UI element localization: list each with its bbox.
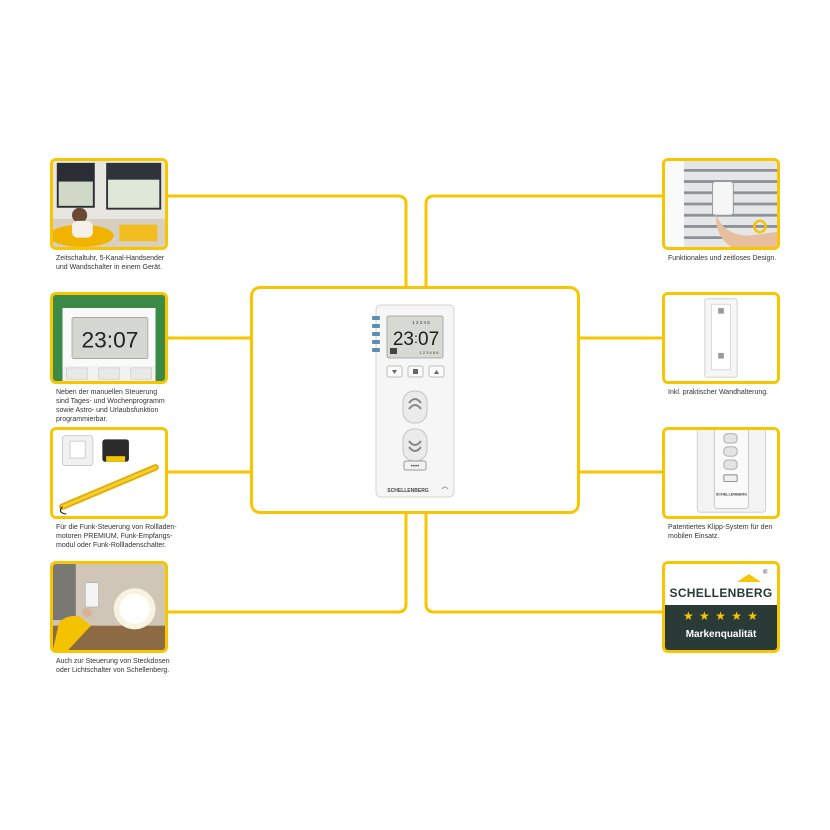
lcd-hours: 23 xyxy=(393,329,414,350)
lcd-days-top: 1 2 3 4 5 xyxy=(412,320,430,325)
clip-device-logo: SCHELLENBERG xyxy=(716,492,747,496)
remote-timer-device: 1 2 3 4 5 23 : 07 1 2 3 4 5 6 •••• SCHEL… xyxy=(372,304,455,498)
device-logo: SCHELLENBERG xyxy=(387,488,429,494)
photo-timer-display-closeup: 23:07 xyxy=(50,292,168,384)
photo-motor-and-switches xyxy=(50,427,168,519)
registered-mark: ® xyxy=(763,570,768,576)
brand-quality-label: Markenqualität xyxy=(685,629,757,640)
lcd-minutes: 07 xyxy=(418,329,439,350)
photo-clip-system: SCHELLENBERG xyxy=(662,427,780,519)
photo-woman-in-living-room xyxy=(50,158,168,250)
caption-right-1: Funktionales und zeitloses Design. xyxy=(668,255,777,262)
caption-left-1: Zeitschaltuhr, 5-Kanal-Handsender und Wa… xyxy=(56,255,165,271)
center-panel: 1 2 3 4 5 23 : 07 1 2 3 4 5 6 •••• SCHEL… xyxy=(250,286,580,514)
photo-remote-with-lamp xyxy=(50,561,168,653)
lcd-days-bottom: 1 2 3 4 5 6 xyxy=(420,350,440,355)
photo-wall-mount xyxy=(662,292,780,384)
caption-left-3: Für die Funk-Steuerung von Rollladen- mo… xyxy=(56,524,177,549)
caption-right-2: Inkl. praktischer Wandhalterung. xyxy=(668,389,769,396)
svg-text:••••: •••• xyxy=(411,464,419,470)
svg-text:23:07: 23:07 xyxy=(81,328,138,353)
button-row xyxy=(386,365,445,378)
brand-name: SCHELLENBERG xyxy=(669,586,773,600)
caption-left-4: Auch zur Steuerung von Steckdosen oder L… xyxy=(56,658,170,674)
rating-stars: ★ ★ ★ ★ ★ xyxy=(682,609,760,623)
brand-quality-badge: SCHELLENBERG ® ★ ★ ★ ★ ★ Markenqualität xyxy=(662,561,780,653)
svg-text::: : xyxy=(414,330,418,346)
photo-hand-with-remote xyxy=(662,158,780,250)
caption-left-2: Neben der manuellen Steuerung sind Tages… xyxy=(56,389,165,423)
caption-right-3: Patentiertes Klipp-System für den mobile… xyxy=(668,524,773,540)
